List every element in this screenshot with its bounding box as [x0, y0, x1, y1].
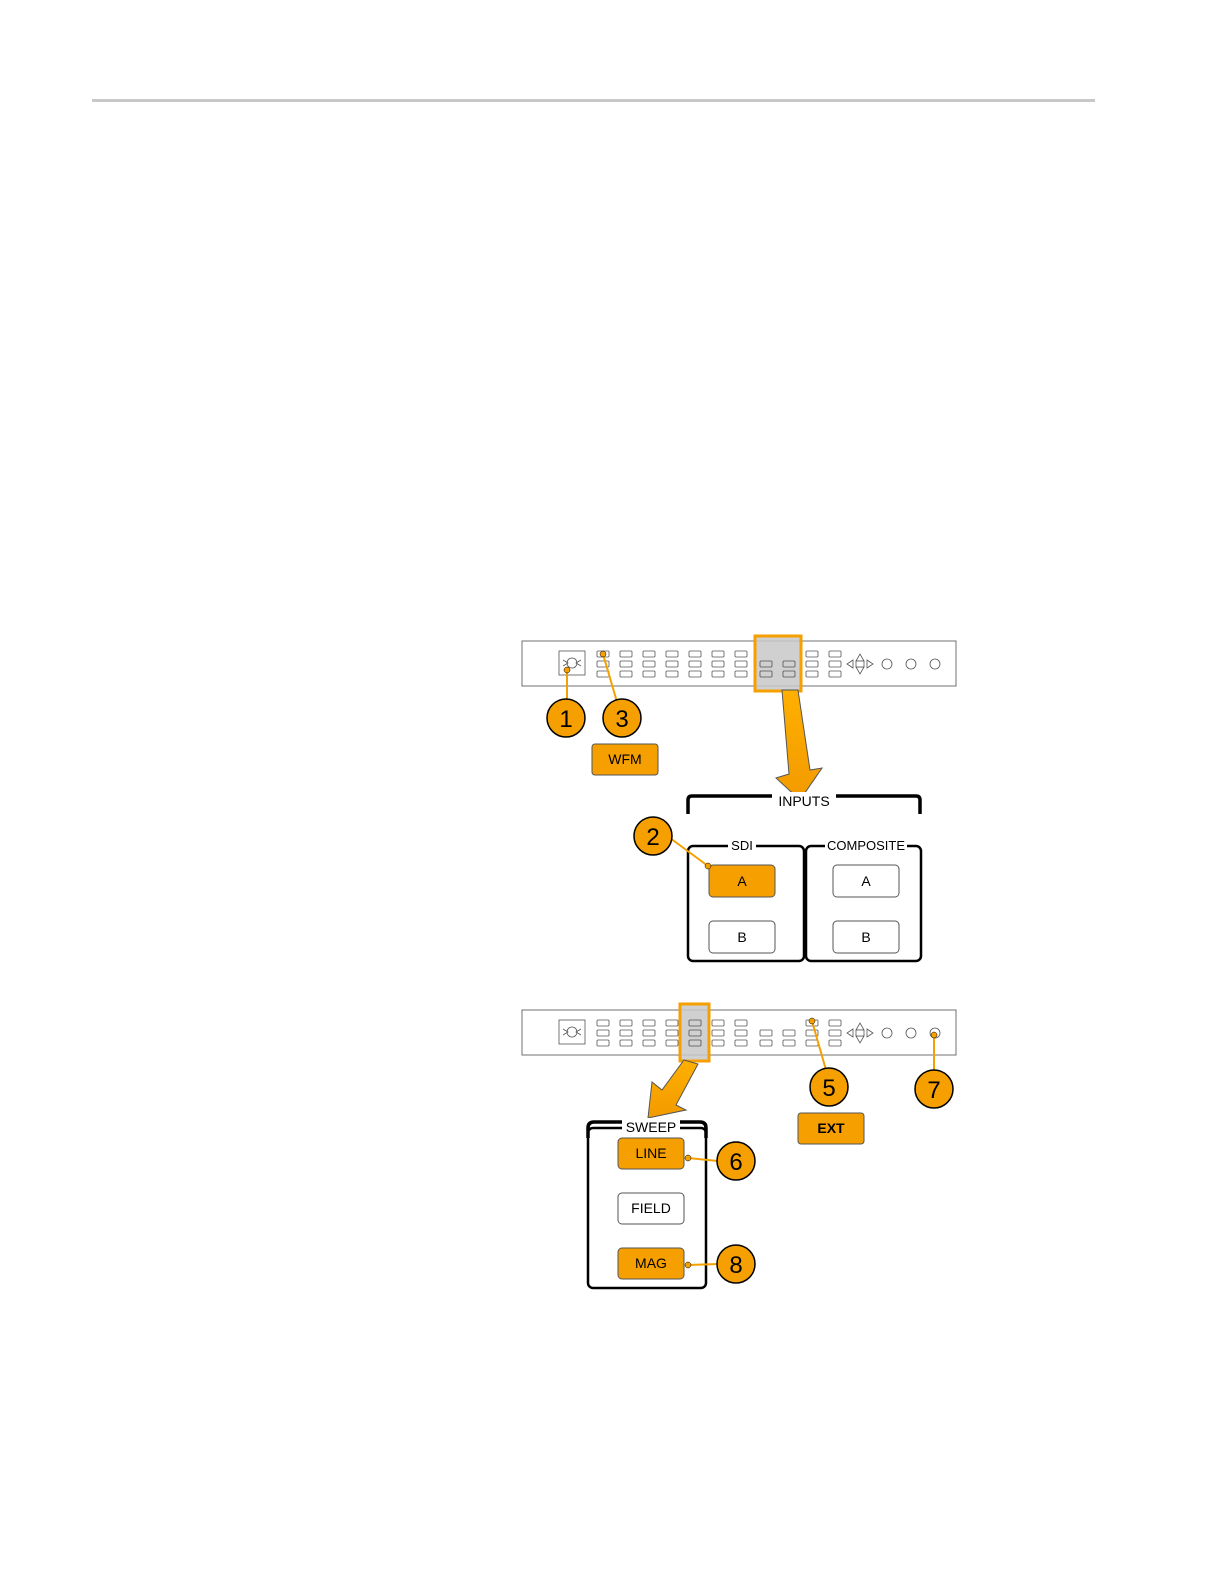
- svg-text:FIELD: FIELD: [631, 1200, 671, 1216]
- svg-text:B: B: [861, 929, 870, 945]
- svg-text:6: 6: [729, 1149, 742, 1176]
- svg-text:B: B: [737, 929, 746, 945]
- inputs-highlight: [755, 636, 801, 691]
- mag-button: MAG: [618, 1248, 684, 1279]
- composite-b-button: B: [833, 921, 899, 953]
- callout-2: 2: [634, 817, 672, 855]
- wfm-button: WFM: [592, 744, 658, 775]
- svg-text:WFM: WFM: [608, 751, 641, 767]
- composite-a-button: A: [833, 865, 899, 897]
- sdi-label: SDI: [731, 838, 753, 853]
- field-button: FIELD: [618, 1193, 684, 1224]
- sweep-highlight: [680, 1004, 709, 1061]
- callout-5: 5: [810, 1068, 848, 1106]
- svg-text:8: 8: [729, 1252, 742, 1279]
- svg-text:LINE: LINE: [635, 1145, 666, 1161]
- inputs-group: INPUTS SDI COMPOSITE A B A: [688, 792, 921, 961]
- svg-text:A: A: [737, 873, 747, 889]
- composite-label: COMPOSITE: [827, 838, 905, 853]
- ext-button: EXT: [798, 1113, 864, 1144]
- sdi-b-button: B: [709, 921, 775, 953]
- arrow-to-inputs: [776, 690, 822, 800]
- figure-1: 1 3 WFM INPUTS SDI COMPOSITE A: [522, 636, 956, 961]
- svg-text:3: 3: [615, 706, 628, 733]
- svg-text:A: A: [861, 873, 871, 889]
- line-button: LINE: [618, 1138, 684, 1169]
- arrow-to-sweep: [648, 1060, 698, 1118]
- callout-8: 8: [717, 1245, 755, 1283]
- svg-text:1: 1: [559, 706, 572, 733]
- svg-text:2: 2: [646, 824, 659, 851]
- inputs-title: INPUTS: [778, 793, 829, 809]
- svg-text:5: 5: [822, 1075, 835, 1102]
- callout-7: 7: [915, 1070, 953, 1108]
- svg-text:7: 7: [927, 1077, 940, 1104]
- svg-text:EXT: EXT: [817, 1120, 845, 1136]
- callout-6: 6: [717, 1142, 755, 1180]
- sdi-a-button: A: [709, 865, 775, 897]
- callout-3: 3: [603, 699, 641, 737]
- figure-2: 5 7 EXT SWEEP LINE FIELD: [522, 1004, 956, 1288]
- svg-text:MAG: MAG: [635, 1255, 667, 1271]
- sweep-title: SWEEP: [626, 1119, 677, 1135]
- callout-1: 1: [547, 699, 585, 737]
